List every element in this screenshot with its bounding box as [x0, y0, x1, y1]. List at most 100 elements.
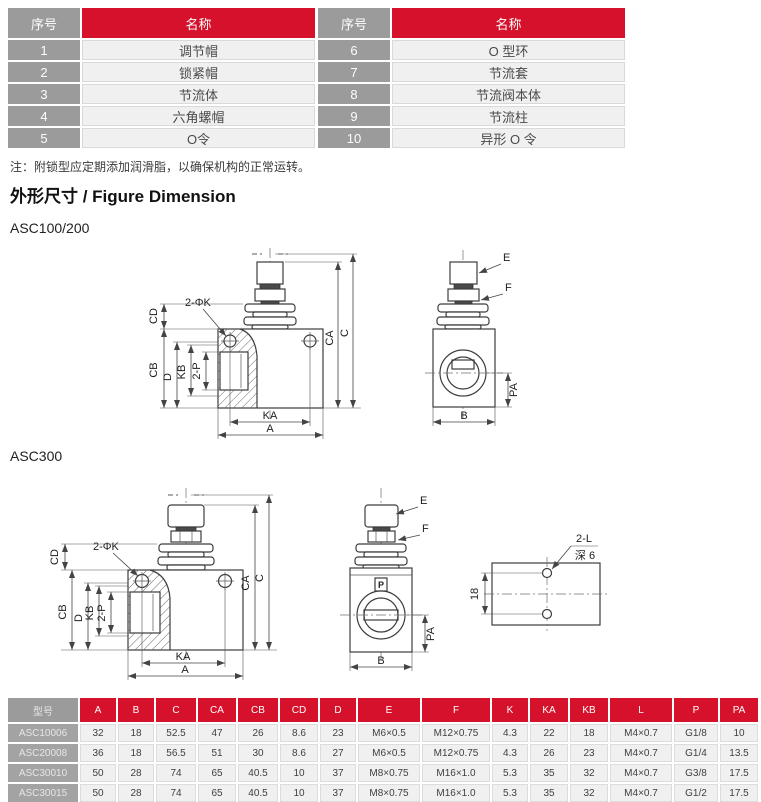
spec-cell: 10 [280, 764, 318, 782]
spec-col-header: CA [198, 698, 236, 722]
spec-col-header: CB [238, 698, 278, 722]
spec-cell: 17.5 [720, 764, 758, 782]
spec-cell: 8.6 [280, 744, 318, 762]
dim-label-pa: PA [425, 626, 437, 641]
spec-col-header: CD [280, 698, 318, 722]
dim-label-c: C [254, 574, 266, 582]
spec-cell: 27 [320, 744, 356, 762]
part-no: 3 [8, 84, 80, 104]
spec-cell: M4×0.7 [610, 764, 672, 782]
spec-cell: M4×0.7 [610, 724, 672, 742]
spec-col-header: A [80, 698, 116, 722]
spec-cell: 18 [570, 724, 608, 742]
part-no: 4 [8, 106, 80, 126]
asc300-side-view: 2-ΦK CA C CD CB D KB [49, 488, 277, 680]
asc100-side-view: 2-ΦK CA C CD CB D KB [148, 248, 361, 439]
spec-cell: 4.3 [492, 744, 528, 762]
spec-cell: 47 [198, 724, 236, 742]
spec-cell: 17.5 [720, 784, 758, 802]
spec-cell: 10 [720, 724, 758, 742]
spec-cell: M6×0.5 [358, 744, 420, 762]
dim-label-2phik: 2-ΦK [185, 297, 212, 309]
part-name: 异形 O 令 [392, 128, 625, 148]
part-name: 调节帽 [82, 40, 315, 60]
spec-cell: 32 [570, 764, 608, 782]
spec-cell: 26 [530, 744, 568, 762]
spec-cell: 35 [530, 764, 568, 782]
spec-cell: 18 [118, 744, 154, 762]
spec-cell: 23 [320, 724, 356, 742]
spec-cell: 40.5 [238, 784, 278, 802]
section-title: 外形尺寸 / Figure Dimension [10, 187, 236, 206]
parts-table-right: 序号 名称 6 O 型环 7 节流套 8 节流阀本体 9 节流柱 10 异形 O… [318, 8, 625, 148]
asc300-front-view: P E F PA B [340, 488, 437, 671]
spec-cell: M12×0.75 [422, 724, 490, 742]
spec-model-cell: ASC20008 [8, 744, 78, 762]
spec-cell: M8×0.75 [358, 784, 420, 802]
col-header-name: 名称 [392, 8, 625, 38]
spec-cell: 4.3 [492, 724, 528, 742]
port-mark-p: P [378, 580, 384, 590]
spec-cell: G1/2 [674, 784, 718, 802]
part-name: 节流套 [392, 62, 625, 82]
dim-label-2p: 2-P [96, 604, 108, 621]
dim-label-a: A [266, 423, 274, 435]
spec-col-header: F [422, 698, 490, 722]
spec-cell: 50 [80, 764, 116, 782]
spec-col-header: K [492, 698, 528, 722]
spec-cell: M16×1.0 [422, 784, 490, 802]
spec-col-header: L [610, 698, 672, 722]
spec-cell: M8×0.75 [358, 764, 420, 782]
figure-label-asc100-200: ASC100/200 [10, 220, 90, 236]
spec-cell: 37 [320, 764, 356, 782]
dim-label-cd: CD [49, 549, 61, 565]
spec-cell: 22 [530, 724, 568, 742]
spec-table: 型号 A B C CA CB CD D E F K KA KB L P PA A… [8, 698, 758, 802]
asc300-dimension-drawing: 2-ΦK CA C CD CB D KB [49, 488, 608, 680]
dim-label-e: E [420, 495, 427, 507]
figure-label-asc300: ASC300 [10, 448, 63, 464]
spec-cell: 5.3 [492, 784, 528, 802]
dim-label-d: D [162, 373, 174, 381]
col-header-no: 序号 [318, 8, 390, 38]
spec-col-header: KB [570, 698, 608, 722]
part-no: 9 [318, 106, 390, 126]
dim-label-2phik: 2-ΦK [93, 541, 120, 553]
dim-label-ca: CA [240, 575, 252, 591]
spec-cell: 74 [156, 784, 196, 802]
spec-cell: 13.5 [720, 744, 758, 762]
part-no: 8 [318, 84, 390, 104]
part-no: 7 [318, 62, 390, 82]
dim-label-cb: CB [57, 604, 69, 619]
col-header-no: 序号 [8, 8, 80, 38]
spec-cell: 56.5 [156, 744, 196, 762]
dim-label-kb: KB [176, 365, 188, 380]
dim-label-18: 18 [469, 588, 481, 600]
spec-cell: 23 [570, 744, 608, 762]
spec-model-cell: ASC10006 [8, 724, 78, 742]
spec-cell: 37 [320, 784, 356, 802]
spec-cell: 5.3 [492, 764, 528, 782]
dim-label-pa: PA [508, 382, 520, 397]
dim-label-d: D [73, 614, 85, 622]
part-no: 10 [318, 128, 390, 148]
spec-cell: 50 [80, 784, 116, 802]
spec-cell: M6×0.5 [358, 724, 420, 742]
spec-cell: 65 [198, 784, 236, 802]
part-name: 六角螺帽 [82, 106, 315, 126]
lubrication-note: 注：附锁型应定期添加润滑脂，以确保机构的正常运转。 [10, 160, 311, 174]
part-name: O 型环 [392, 40, 625, 60]
spec-cell: G1/4 [674, 744, 718, 762]
part-name: 锁紧帽 [82, 62, 315, 82]
spec-cell: M4×0.7 [610, 744, 672, 762]
dim-label-kb: KB [84, 606, 96, 621]
part-no: 2 [8, 62, 80, 82]
spec-cell: 65 [198, 764, 236, 782]
spec-cell: G1/8 [674, 724, 718, 742]
asc100-200-dimension-drawing: 2-ΦK CA C CD CB D KB [148, 248, 520, 439]
spec-cell: 28 [118, 764, 154, 782]
dim-label-b: B [460, 410, 467, 422]
spec-cell: 35 [530, 784, 568, 802]
dim-label-f: F [422, 523, 429, 535]
